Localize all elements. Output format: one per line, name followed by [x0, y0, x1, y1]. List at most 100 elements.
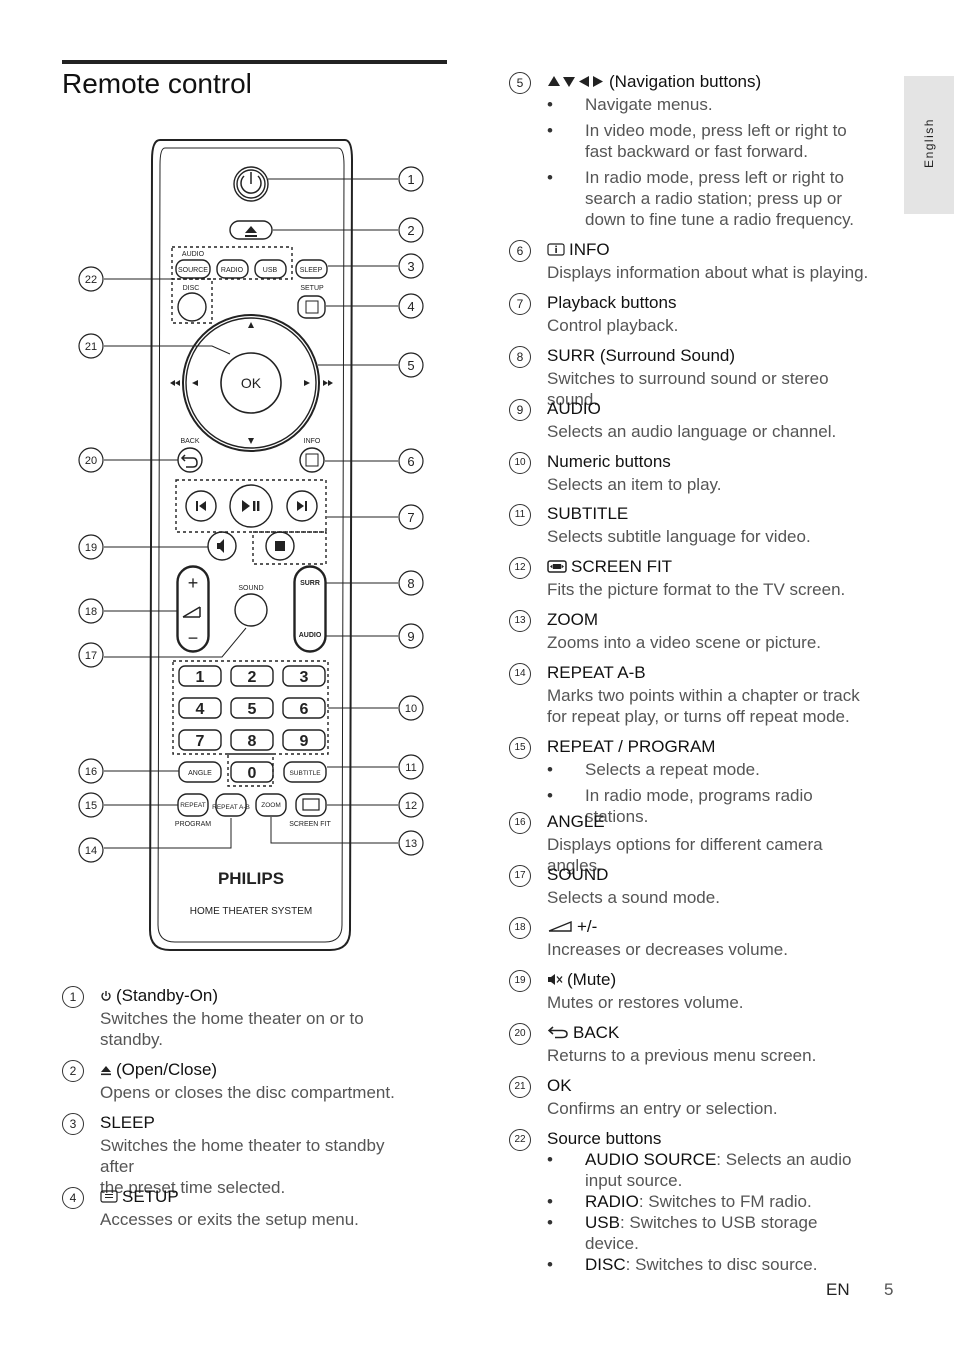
entry-heading-text: SUBTITLE — [547, 504, 629, 523]
entry-number: 22 — [509, 1129, 531, 1151]
entry-description: Navigate menus. In video mode, press left… — [547, 94, 854, 235]
entry-description: Confirms an entry or selection. — [547, 1098, 778, 1119]
bullet-line: down to fine tune a radio frequency. — [585, 210, 855, 229]
description-line: Zooms into a video scene or picture. — [547, 633, 822, 652]
callout-12: 12 — [405, 800, 417, 812]
remote-digit-1: 1 — [196, 669, 205, 686]
bullet-line: fast backward or fast forward. — [585, 142, 808, 161]
entry-number: 11 — [509, 504, 531, 526]
page-footer: EN 5 — [826, 1280, 893, 1300]
remote-label-info: INFO — [304, 438, 321, 445]
source-text-cont: input source. — [585, 1171, 683, 1190]
entry-number: 6 — [509, 240, 531, 262]
entry-number: 3 — [62, 1113, 84, 1135]
entry-heading: BACK — [547, 1023, 619, 1044]
remote-label-plus: + — [188, 573, 199, 593]
entry-heading: REPEAT A-B — [547, 663, 646, 683]
description-line: Displays information about what is playi… — [547, 263, 869, 282]
entry-heading-text: Source buttons — [547, 1129, 662, 1148]
entry-heading: SOUND — [547, 865, 608, 885]
entry-heading-text: SETUP — [122, 1187, 179, 1206]
entry-heading: (Standby-On) — [100, 986, 218, 1007]
description-line: Confirms an entry or selection. — [547, 1099, 778, 1118]
entry-description: Displays options for different camera an… — [547, 834, 869, 876]
callout-5: 5 — [407, 358, 414, 373]
page-number: 5 — [884, 1280, 894, 1299]
description-line: Accesses or exits the setup menu. — [100, 1210, 359, 1229]
description-line: Selects subtitle language for video. — [547, 527, 811, 546]
entry-description: Switches the home theater to standby aft… — [100, 1135, 422, 1198]
entry-heading: Playback buttons — [547, 293, 676, 313]
bullet-line: Selects a repeat mode. — [585, 760, 760, 779]
remote-digit-0: 0 — [248, 765, 257, 782]
entry-heading: SUBTITLE — [547, 504, 628, 524]
description-line: Selects an item to play. — [547, 475, 722, 494]
remote-illustration: AUDIO SOURCE RADIO USB SLEEP DISC SETUP … — [78, 139, 424, 951]
bullet-item: In radio mode, press left or right tosea… — [547, 167, 854, 230]
remote-label-sound: SOUND — [238, 585, 263, 592]
entry-heading-text: (Open/Close) — [116, 1060, 218, 1079]
description-line: the preset time selected. — [100, 1178, 286, 1197]
entry-number: 5 — [509, 72, 531, 94]
entry-heading: (Mute) — [547, 970, 616, 991]
remote-digit-6: 6 — [300, 701, 309, 718]
callout-18: 18 — [85, 606, 97, 618]
entry-number: 4 — [62, 1187, 84, 1209]
entry-heading: ANGLE — [547, 812, 605, 832]
entry-heading-text: OK — [547, 1076, 572, 1095]
entry-heading-text: BACK — [573, 1023, 620, 1042]
entry-number: 2 — [62, 1060, 84, 1082]
remote-label-minus: − — [188, 628, 199, 648]
remote-label-angle: ANGLE — [188, 770, 212, 777]
remote-label-repeat: REPEAT — [180, 802, 206, 809]
remote-label-surr: SURR — [300, 580, 320, 587]
remote-label-radio: RADIO — [221, 267, 244, 274]
source-item: RADIO: Switches to FM radio. — [547, 1191, 869, 1212]
bullet-line: In radio mode, press left or right to — [585, 168, 844, 187]
remote-label-sleep: SLEEP — [300, 267, 323, 274]
remote-label-usb: USB — [263, 267, 278, 274]
callout-7: 7 — [407, 510, 414, 525]
screen-fit-icon — [547, 558, 567, 578]
description-line: for repeat play, or turns off repeat mod… — [547, 707, 850, 726]
entry-description: Accesses or exits the setup menu. — [100, 1209, 359, 1230]
remote-model: HOME THEATER SYSTEM — [190, 906, 312, 917]
bullet-line: Navigate menus. — [585, 95, 713, 114]
language-tab: English — [904, 76, 954, 214]
navigation-arrows-icon — [547, 73, 605, 93]
entry-heading: Numeric buttons — [547, 452, 671, 472]
callout-2: 2 — [407, 223, 414, 238]
entry-number: 12 — [509, 557, 531, 579]
description-line: Switches the home theater to standby aft… — [100, 1136, 385, 1176]
entry-heading: +/- — [547, 917, 597, 938]
bullet-item: Selects a repeat mode. — [547, 759, 869, 780]
remote-label-screen-fit: SCREEN FIT — [289, 821, 331, 828]
callout-17: 17 — [85, 650, 97, 662]
entry-number: 20 — [509, 1023, 531, 1045]
entry-description: Selects an audio language or channel. — [547, 421, 836, 442]
entry-heading-text: AUDIO — [547, 399, 601, 418]
entry-number: 16 — [509, 812, 531, 834]
source-key: USB — [585, 1213, 620, 1232]
entry-number: 9 — [509, 399, 531, 421]
callout-16: 16 — [85, 766, 97, 778]
callout-3: 3 — [407, 259, 414, 274]
entry-heading: SCREEN FIT — [547, 557, 672, 578]
remote-label-audio-btn: AUDIO — [299, 632, 322, 639]
callout-9: 9 — [407, 629, 414, 644]
remote-label-program: PROGRAM — [175, 821, 211, 828]
bullet-line: In video mode, press left or right to — [585, 121, 847, 140]
source-text: : Switches to USB storage device. — [585, 1213, 818, 1253]
description-line: Increases or decreases volume. — [547, 940, 788, 959]
source-text: : Switches to disc source. — [625, 1255, 818, 1274]
remote-label-disc: DISC — [183, 285, 200, 292]
description-line: Displays options for different camera an… — [547, 835, 823, 875]
footer-language: EN — [826, 1280, 850, 1299]
entry-description: Opens or closes the disc compartment. — [100, 1082, 395, 1103]
remote-digit-9: 9 — [300, 733, 309, 750]
source-text: : Selects an audio — [716, 1150, 852, 1169]
callout-13: 13 — [405, 838, 417, 850]
bullet-item: In video mode, press left or right to fas… — [547, 120, 854, 162]
